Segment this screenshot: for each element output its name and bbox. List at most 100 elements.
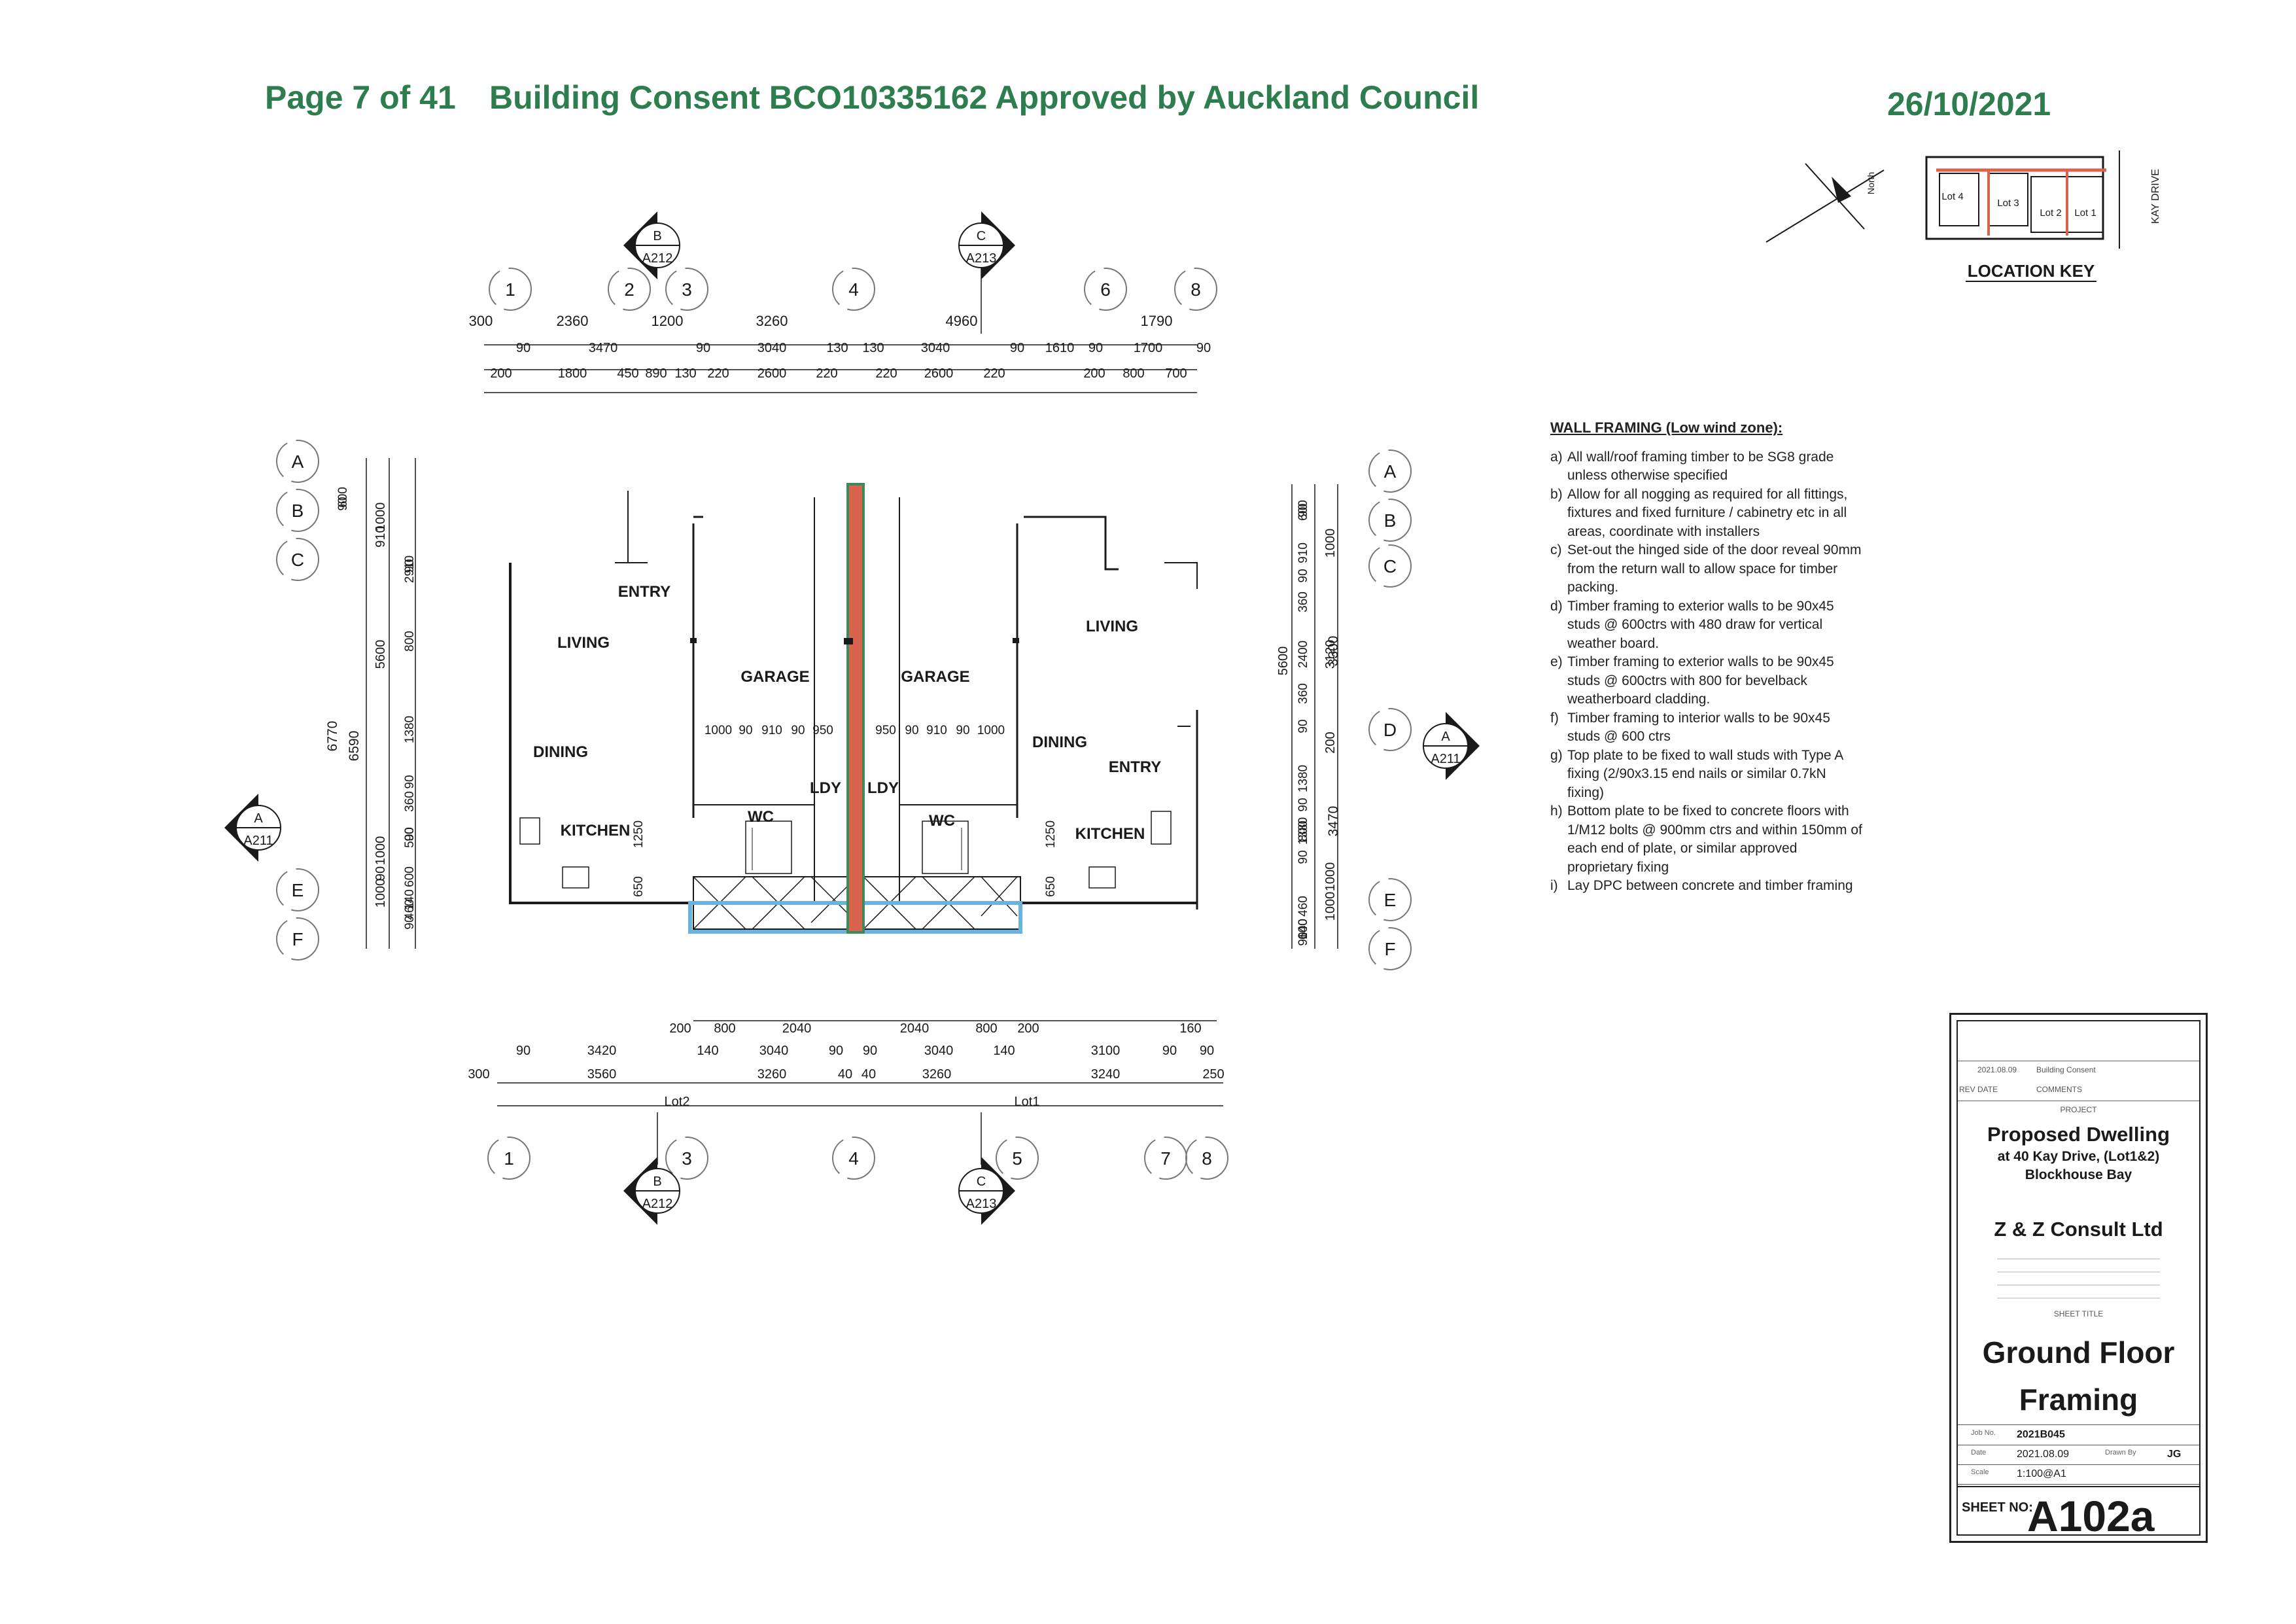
job-number: 2021B045 [2017, 1429, 2065, 1440]
grid-bottom-8-bubble [1185, 1137, 1228, 1180]
approval-date: 26/10/2021 [1887, 86, 2051, 122]
dim-top-row3: 700 [1165, 366, 1187, 381]
revision-comments-label: COMMENTS [2036, 1085, 2082, 1094]
dim-right-mid: 1000 [1323, 529, 1338, 558]
wall-framing-note: b)Allow for all nogging as required for … [1550, 485, 1864, 542]
dim-interior: 910 [926, 724, 947, 737]
room-label-entry-right: ENTRY [1109, 758, 1161, 776]
note-letter: f) [1550, 710, 1559, 726]
job-row: Job No. 2021B045 [1958, 1425, 2199, 1445]
location-key-lot: Lot 4 [1941, 191, 1963, 202]
dim-left-inner: 600 [336, 487, 350, 508]
grid-right-B: B [1384, 510, 1397, 531]
dim-interior: 1000 [704, 724, 732, 737]
dim-interior: 650 [632, 876, 646, 897]
grid-left-F-bubble [276, 917, 319, 961]
grid-top-4: 4 [848, 279, 859, 300]
dim-left-mid: 90 [374, 866, 388, 881]
grid-top-6: 6 [1100, 279, 1111, 300]
dim-interior: 1250 [632, 821, 646, 848]
dim-bottom-row3: 3260 [757, 1067, 787, 1082]
note-letter: a) [1550, 449, 1563, 465]
dim-top-row2: 1700 [1134, 341, 1163, 355]
dim-bottom-row2: 3040 [759, 1044, 789, 1058]
grid-bottom-5-bubble [996, 1137, 1039, 1180]
dim-left-mid: 1000 [374, 503, 388, 532]
dim-right-inner: 90 [1296, 719, 1310, 733]
revision-comment: Building Consent [2036, 1065, 2096, 1074]
note-text: Top plate to be fixed to wall studs with… [1567, 747, 1843, 800]
note-text: Timber framing to exterior walls to be 9… [1567, 654, 1834, 707]
room-label-garage-right: GARAGE [901, 668, 969, 686]
dim-right-inner: 800 [1296, 821, 1310, 841]
dim-bottom-row2: 90 [863, 1044, 877, 1058]
section-marker-ref: A213 [966, 1197, 997, 1211]
room-label-dining-left: DINING [533, 743, 588, 761]
note-text: All wall/roof framing timber to be SG8 g… [1567, 449, 1834, 484]
dim-top-row2: 3040 [757, 341, 787, 355]
section-marker-ref: A211 [1431, 752, 1460, 766]
dim-interior: 950 [875, 724, 896, 737]
dim-bottom-row3: 300 [468, 1067, 489, 1082]
dim-interior: 90 [956, 724, 969, 737]
sheet-title: Ground Floor Framing [1958, 1329, 2199, 1423]
dim-left-mid: 1000 [374, 836, 388, 866]
dim-bottom-row3: 40 [861, 1067, 876, 1082]
room-label-wc-left: WC [748, 808, 774, 826]
wall-framing-note: e) Timber framing to exterior walls to be… [1550, 653, 1864, 709]
grid-right-C: C [1383, 556, 1397, 576]
dim-right-inner: 910 [1296, 542, 1310, 563]
grid-top-1-bubble [489, 268, 532, 311]
section-marker-letter: A [254, 811, 263, 826]
dim-bottom-row2: 140 [697, 1044, 718, 1058]
grid-left-B: B [292, 501, 304, 521]
job-label: Job No. [1971, 1429, 1996, 1437]
project-label: PROJECT [2060, 1105, 2097, 1114]
grid-right-D: D [1383, 720, 1397, 740]
grid-right-B-bubble [1368, 499, 1412, 542]
dim-right-inner: 90 [1296, 798, 1310, 811]
dim-right-inner: 90 [1296, 932, 1310, 945]
dim-bottom-row1: 160 [1179, 1021, 1201, 1036]
dim-lot1: Lot1 [1015, 1095, 1040, 1109]
grid-bottom-7: 7 [1160, 1148, 1171, 1169]
dim-right-outer: 3300 [1326, 636, 1341, 667]
note-text: Timber framing to exterior walls to be 9… [1567, 598, 1834, 651]
dim-left-inner: 2910 [403, 556, 417, 583]
dim-bottom-row2: 90 [829, 1044, 843, 1058]
grid-right-E: E [1384, 890, 1397, 910]
sheet-number-box: SHEET NO: A102a [1958, 1486, 2199, 1544]
dim-top-row1: 1790 [1141, 313, 1173, 329]
note-letter: e) [1550, 654, 1563, 669]
note-letter: i) [1550, 878, 1558, 893]
dim-lot2: Lot2 [665, 1095, 690, 1109]
dim-left-mid: 910 [374, 525, 388, 547]
dim-interior: 650 [1044, 876, 1058, 897]
section-marker-ref: A212 [642, 1197, 673, 1211]
grid-bottom-8: 8 [1202, 1148, 1212, 1169]
location-key-street: KAY DRIVE [2150, 169, 2161, 224]
sheet-title-line-2: Framing [2019, 1383, 2138, 1417]
note-letter: b) [1550, 486, 1563, 502]
room-label-wc-right: WC [929, 812, 955, 830]
dim-top-row3: 800 [1122, 366, 1144, 381]
dim-interior: 1000 [977, 724, 1005, 737]
grid-top-2-bubble [608, 268, 651, 311]
dim-top-row3: 450 [617, 366, 638, 381]
title-block-inner: 2021.08.09 Building Consent REV DATE COM… [1957, 1020, 2200, 1540]
dim-left-inner: 360 [403, 791, 417, 812]
title-block: 2021.08.09 Building Consent REV DATE COM… [1949, 1013, 2208, 1543]
dim-top-row3: 2600 [924, 366, 954, 381]
dim-left-outer: 6770 [325, 721, 340, 752]
dim-top-row3: 200 [1083, 366, 1105, 381]
revision-date-label: REV DATE [1959, 1085, 1998, 1094]
note-letter: h) [1550, 803, 1563, 819]
scale-label: Scale [1971, 1468, 1989, 1476]
wall-framing-notes: WALL FRAMING (Low wind zone): a)All wall… [1550, 419, 1864, 896]
dim-top-row2: 90 [516, 341, 531, 355]
grid-bottom-1-bubble [487, 1137, 531, 1180]
revision-date: 2021.08.09 [1977, 1065, 2017, 1074]
room-label-ldy-right: LDY [867, 779, 899, 797]
project-suburb: Blockhouse Bay [2025, 1167, 2132, 1182]
